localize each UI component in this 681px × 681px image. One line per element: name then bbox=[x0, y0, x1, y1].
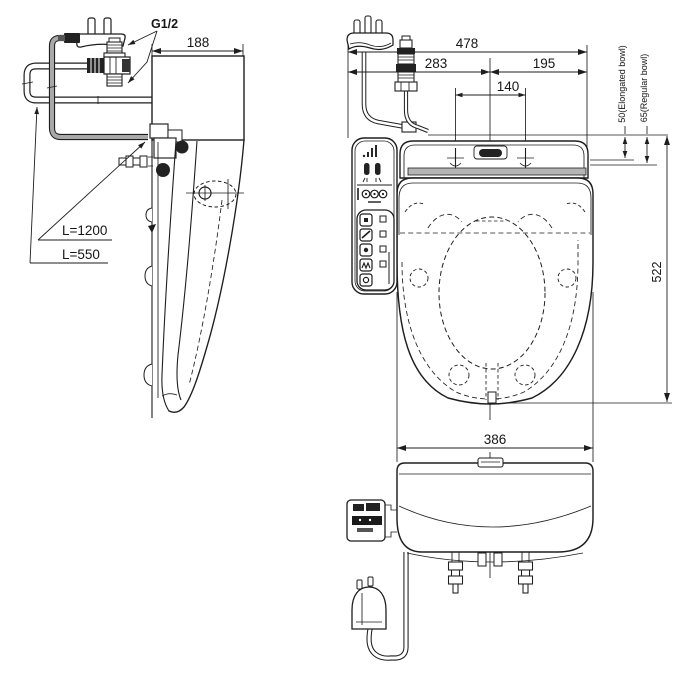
mounting-bolt-right bbox=[517, 148, 534, 170]
reference-lines bbox=[347, 45, 672, 462]
barb-connector-front-left bbox=[447, 552, 464, 594]
water-valve bbox=[87, 37, 131, 87]
power-cord bbox=[46, 34, 148, 141]
dim-188-label: 188 bbox=[187, 35, 210, 50]
unit-body-front bbox=[396, 457, 594, 553]
mounting-bolt-left bbox=[447, 148, 464, 170]
underside-fittings bbox=[406, 552, 584, 594]
panel-button bbox=[359, 273, 373, 287]
elongated-bowl-note: 50(Elongated bowl) bbox=[617, 45, 627, 123]
panel-button bbox=[359, 213, 373, 227]
dim-140: 140 bbox=[455, 79, 526, 98]
dim-522-label: 522 bbox=[650, 262, 664, 283]
dim-195-label: 195 bbox=[533, 56, 556, 71]
front-view: 386 bbox=[346, 432, 594, 661]
side-view: G1/2 188 bbox=[21, 17, 245, 418]
barb-connector-front-right bbox=[517, 552, 534, 594]
power-cord-front bbox=[366, 552, 409, 661]
water-supply-hose bbox=[21, 62, 152, 104]
g12-label: G1/2 bbox=[151, 17, 178, 31]
lid-top-outline bbox=[396, 177, 594, 405]
power-plug-icon-top bbox=[346, 15, 417, 133]
power-plug-icon-front bbox=[351, 576, 387, 630]
control-panel-top bbox=[351, 137, 398, 295]
dim-283-label: 283 bbox=[425, 56, 448, 71]
hinge-cover-band bbox=[407, 167, 587, 176]
dim-478-label: 478 bbox=[456, 36, 479, 51]
dim-386-label: 386 bbox=[484, 432, 507, 447]
regular-bowl-note: 65(Regular bowl) bbox=[639, 54, 649, 123]
cord-length-callout: L=1200 bbox=[37, 141, 146, 241]
dim-522: 522 bbox=[650, 135, 670, 403]
nozzle-icons bbox=[362, 163, 382, 183]
top-view: 478 283 195 140 50(Elongated bowl) 65(Re… bbox=[346, 15, 672, 462]
water-valve-top bbox=[394, 35, 429, 133]
lid-damper-front bbox=[477, 457, 504, 468]
dim-140-label: 140 bbox=[497, 79, 520, 94]
panel-button bbox=[359, 243, 373, 257]
bowl-offset-notes: 50(Elongated bowl) 65(Regular bowl) bbox=[617, 45, 650, 164]
hidden-seat-details bbox=[400, 202, 590, 404]
dim-283: 283 bbox=[347, 56, 491, 75]
signal-icon bbox=[362, 145, 377, 158]
mounting-plate-side bbox=[143, 140, 159, 418]
side-fittings bbox=[118, 123, 189, 177]
level-indicator-icon bbox=[357, 188, 388, 203]
seat-lid-profile bbox=[161, 139, 245, 413]
dim-188: 188 bbox=[151, 35, 244, 56]
lid-damper-button bbox=[473, 145, 508, 160]
dim-478: 478 bbox=[347, 36, 588, 55]
control-panel-front bbox=[346, 499, 397, 542]
panel-button bbox=[359, 228, 373, 242]
dim-195: 195 bbox=[489, 56, 588, 75]
hinge-side bbox=[186, 179, 244, 209]
panel-button bbox=[359, 258, 373, 272]
hose-length-callout: L=550 bbox=[29, 106, 108, 264]
button-cluster bbox=[356, 209, 395, 291]
g12-connection-callout: G1/2 bbox=[127, 17, 178, 84]
cord-length-label: L=1200 bbox=[62, 223, 107, 238]
dim-386: 386 bbox=[396, 432, 594, 451]
hose-length-label: L=550 bbox=[62, 247, 100, 262]
